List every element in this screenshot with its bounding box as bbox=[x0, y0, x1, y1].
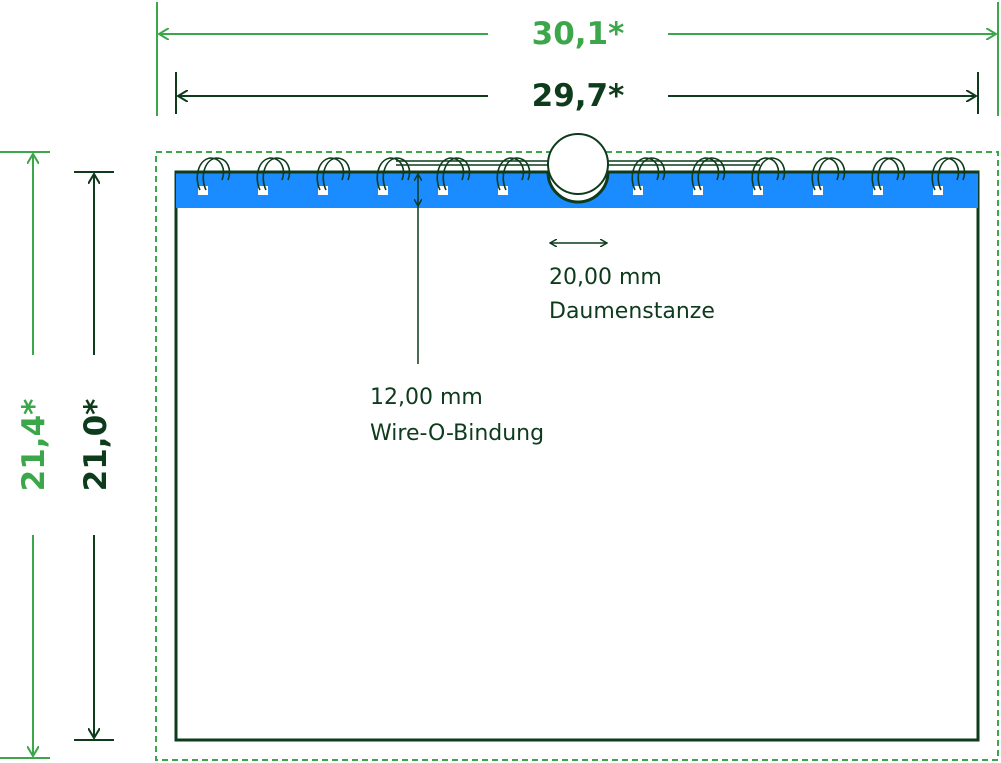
binding-label: Wire-O-Bindung bbox=[370, 421, 544, 446]
wire-o-ring bbox=[631, 157, 666, 195]
binding-size: 12,00 mm bbox=[370, 385, 483, 410]
wire-o-ring bbox=[496, 157, 531, 195]
outer-width-label: 30,1* bbox=[532, 16, 625, 52]
wire-o-ring bbox=[871, 157, 906, 195]
wire-o-ring bbox=[751, 157, 786, 195]
wire-o-ring bbox=[316, 157, 351, 195]
thumb-notch-circle bbox=[547, 133, 609, 195]
page-trim bbox=[174, 170, 980, 742]
notch-size: 20,00 mm bbox=[549, 265, 662, 290]
inner-width-dimension: 29,7* bbox=[175, 72, 979, 114]
trim-top-edge bbox=[176, 170, 978, 204]
wire-o-ring bbox=[811, 157, 846, 195]
inner-width-label: 29,7* bbox=[532, 78, 625, 114]
inner-height-dimension: 21,0* bbox=[74, 171, 114, 741]
wire-o-ring bbox=[436, 157, 471, 195]
outer-height-label: 21,4* bbox=[16, 399, 52, 492]
notch-label: Daumenstanze bbox=[549, 299, 715, 324]
wire-o-ring bbox=[931, 157, 966, 195]
wire-o-ring bbox=[196, 157, 231, 195]
wire-o-ring bbox=[256, 157, 291, 195]
wire-o-ring bbox=[691, 157, 726, 195]
outer-height-dimension: 21,4* bbox=[0, 151, 52, 759]
wire-o-ring bbox=[376, 157, 411, 195]
outer-width-dimension: 30,1* bbox=[156, 2, 999, 116]
inner-height-label: 21,0* bbox=[78, 399, 114, 492]
wire-o-rings bbox=[196, 157, 966, 195]
